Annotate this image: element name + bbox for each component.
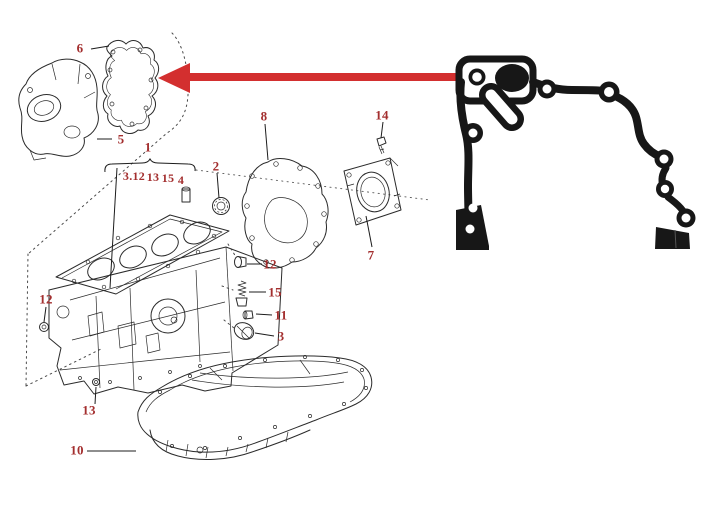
callout-2: 2 — [212, 158, 220, 174]
callout-14: 14 — [375, 107, 389, 123]
callout-group-3.12: 3.12 — [122, 169, 146, 183]
callout-11: 11 — [274, 307, 288, 323]
callout-8: 8 — [260, 108, 268, 124]
detail-boundary-dashed — [25, 32, 189, 387]
timing-cover-drawing — [18, 58, 99, 161]
callout-3: 3 — [277, 328, 285, 344]
callout-group-15: 15 — [161, 171, 175, 185]
callout-12-mid: 12 — [263, 256, 277, 272]
head-gasket-drawing — [55, 214, 230, 295]
plug-12-left-drawing — [39, 322, 49, 332]
bolt-14-drawing — [376, 136, 387, 155]
dowel-pin-drawing — [181, 186, 191, 203]
rear-gasket-drawing — [241, 158, 329, 269]
callout-group-13: 13 — [146, 170, 160, 184]
callout-13-bottom: 13 — [82, 402, 96, 418]
crank-axis-line — [195, 169, 431, 201]
seal-retainer-drawing — [343, 157, 402, 226]
plug-13-drawing — [92, 378, 100, 386]
callout-12-left: 12 — [39, 291, 53, 307]
engine-block-drawing — [48, 186, 283, 395]
red-pointer-arrow — [158, 63, 456, 93]
oil-pan-drawing — [137, 355, 373, 460]
callout-5: 5 — [117, 131, 125, 147]
callout-7: 7 — [367, 247, 375, 263]
relief-valve-15-drawing — [235, 280, 248, 307]
gasket-photo — [455, 55, 696, 250]
callout-15-mid: 15 — [268, 284, 282, 300]
seal-cap-3-drawing — [233, 322, 255, 340]
plug-12-mid-drawing — [234, 256, 247, 268]
callout-6: 6 — [76, 40, 84, 56]
plug-11-drawing — [242, 310, 254, 320]
timing-gasket-drawing — [102, 39, 160, 134]
callout-10: 10 — [70, 442, 84, 458]
callout-1: 1 — [144, 139, 152, 155]
leader-lines — [43, 45, 384, 452]
seal-2-drawing — [212, 197, 230, 215]
callout-group-4: 4 — [177, 173, 185, 187]
